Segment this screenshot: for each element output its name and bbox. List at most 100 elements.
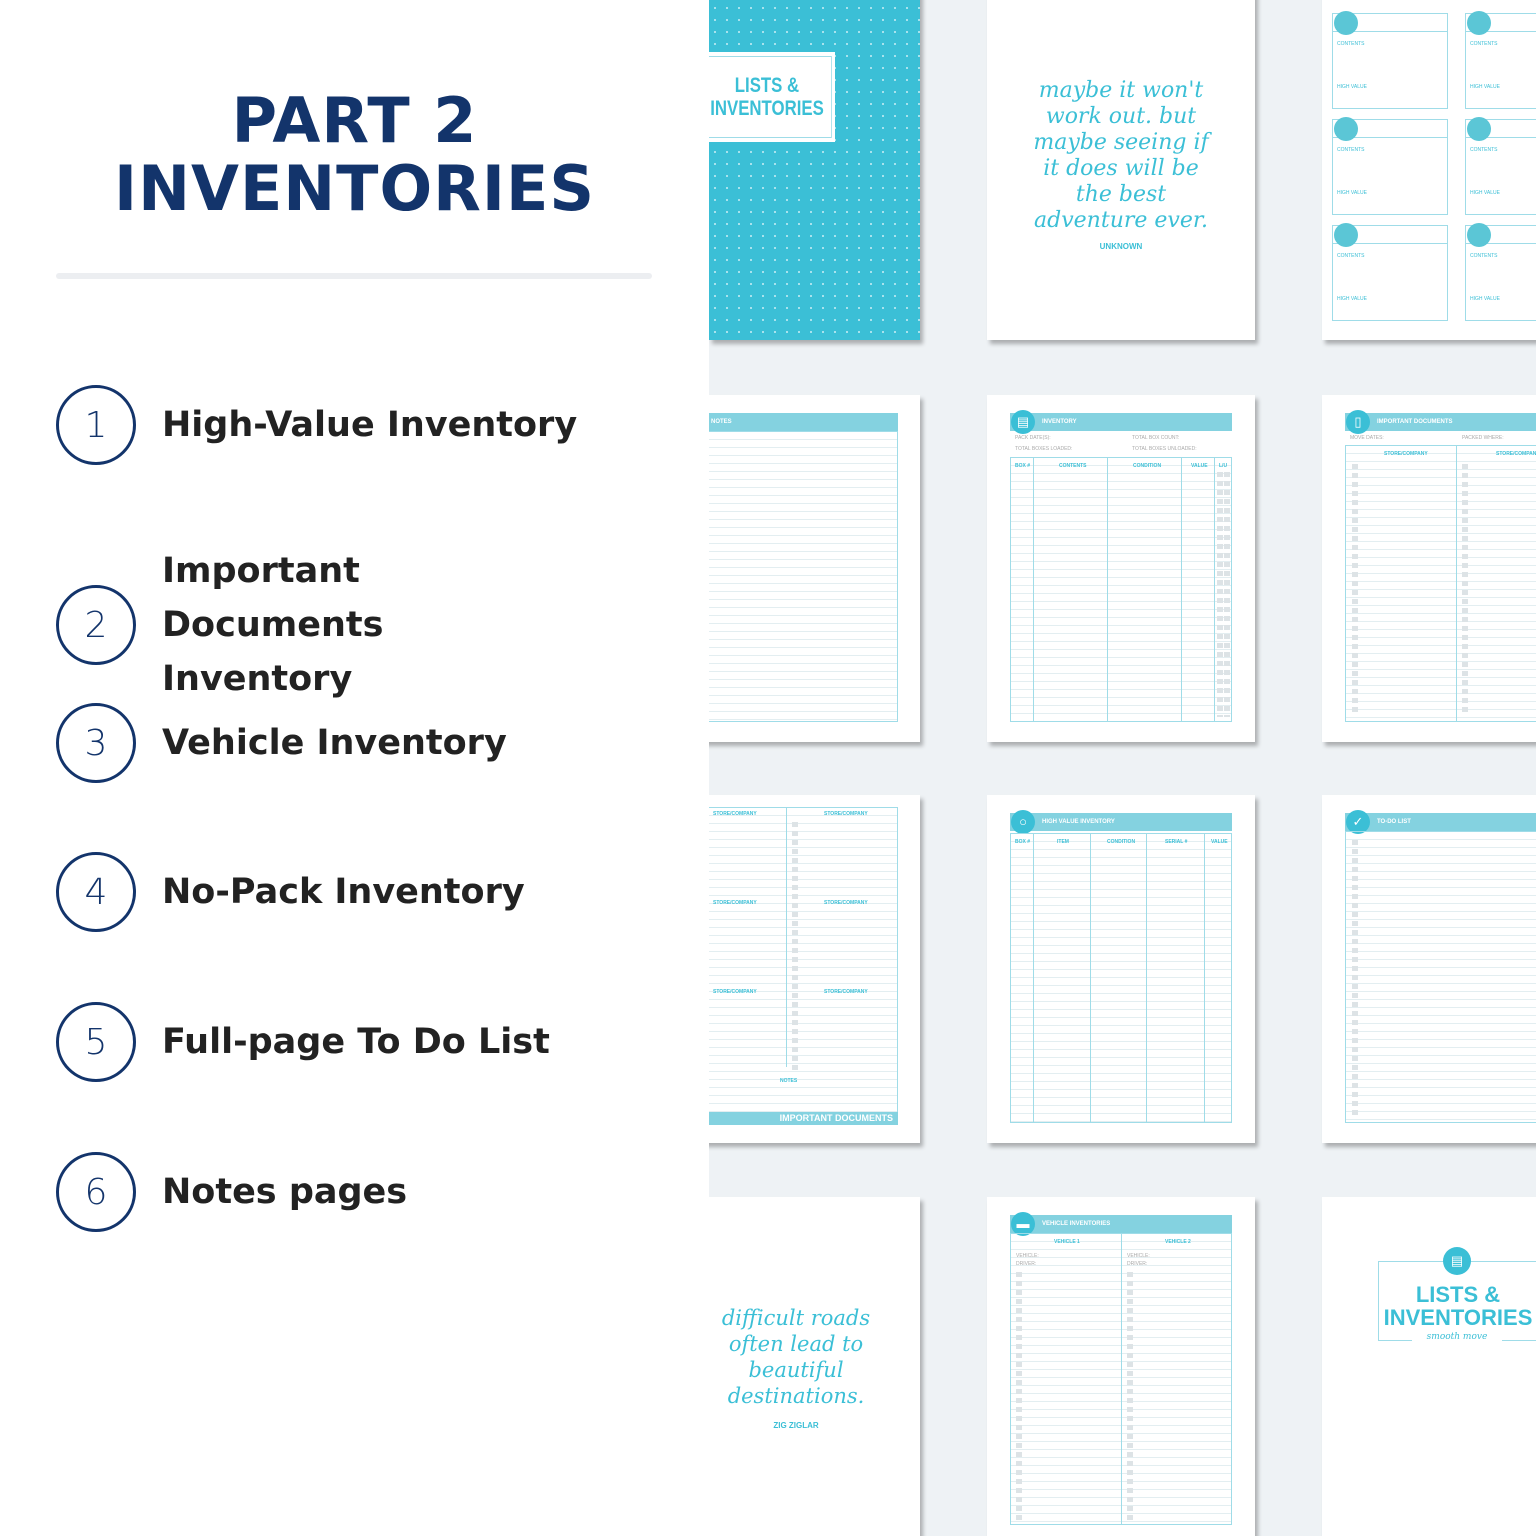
documents-table: STORE/COMPANY STORE/COMPANY bbox=[1345, 445, 1536, 722]
quote2-author: ZIG ZIGLAR bbox=[773, 1421, 819, 1430]
box-label: CONTENTS HIGH VALUE bbox=[1332, 13, 1448, 109]
col-contents: CONTENTS bbox=[1059, 463, 1087, 469]
store-label: STORE/COMPANY bbox=[713, 989, 757, 995]
store-label: STORE/COMPANY bbox=[824, 989, 868, 995]
back-title1: LISTS & bbox=[1415, 1282, 1501, 1307]
notes-page: NOTES bbox=[709, 395, 920, 742]
clipboard-icon: ▤ bbox=[1443, 1247, 1471, 1275]
col-value: VALUE bbox=[1211, 839, 1228, 845]
driver-field: DRIVER: bbox=[1016, 1261, 1037, 1267]
box-label: CONTENTS HIGH VALUE bbox=[1465, 225, 1536, 321]
store-label: STORE/COMPANY bbox=[824, 900, 868, 906]
number-badge: 4 bbox=[56, 852, 136, 932]
high-value-header: HIGH VALUE INVENTORY bbox=[1010, 813, 1232, 831]
box-label: CONTENTS HIGH VALUE bbox=[1465, 119, 1536, 215]
item-label: High-Value Inventory bbox=[162, 405, 578, 445]
contents-label: CONTENTS bbox=[1470, 253, 1498, 259]
number-badge: 3 bbox=[56, 703, 136, 783]
driver-field: DRIVER: bbox=[1127, 1261, 1148, 1267]
store-label: STORE/COMPANY bbox=[824, 811, 868, 817]
notes-header: NOTES bbox=[709, 413, 898, 431]
back-cover-page: ▤ LISTS & INVENTORIES smooth move bbox=[1322, 1197, 1536, 1536]
list-item: 5 Full-page To Do List bbox=[56, 1002, 582, 1082]
notes-lines bbox=[709, 431, 898, 722]
item-label: No-Pack Inventory bbox=[162, 872, 525, 912]
documents-page-2: STORE/COMPANY STORE/COMPANY STORE/COMPAN… bbox=[709, 795, 920, 1143]
back-title2: INVENTORIES bbox=[1383, 1305, 1533, 1330]
quote-text: maybe it won't work out. but maybe seein… bbox=[1033, 78, 1209, 233]
inventory-table: BOX # CONTENTS CONDITION VALUE L/U bbox=[1010, 457, 1232, 722]
notes-label: NOTES bbox=[780, 1078, 798, 1084]
inventory-header: INVENTORY bbox=[1010, 413, 1232, 431]
store-label: STORE/COMPANY bbox=[1384, 451, 1428, 457]
high-value-label: HIGH VALUE bbox=[1470, 84, 1500, 90]
box-label: CONTENTS HIGH VALUE bbox=[1465, 13, 1536, 109]
divider bbox=[56, 273, 652, 279]
todo-header: TO-DO LIST bbox=[1345, 813, 1536, 831]
contents-label: CONTENTS bbox=[1470, 41, 1498, 47]
packed-where-label: PACKED WHERE: bbox=[1462, 435, 1504, 441]
item-label: Vehicle Inventory bbox=[162, 723, 507, 763]
quote-author: UNKNOWN bbox=[1099, 242, 1143, 251]
circle-icon bbox=[1467, 11, 1491, 35]
cover-title1: LISTS & bbox=[734, 74, 800, 97]
contents-label: CONTENTS bbox=[1337, 147, 1365, 153]
back-tagline: smooth move bbox=[1412, 1332, 1502, 1342]
store-label: STORE/COMPANY bbox=[713, 811, 757, 817]
vehicle-field: VEHICLE: bbox=[1016, 1253, 1039, 1259]
high-value-table: BOX # ITEM CONDITION SERIAL # VALUE bbox=[1010, 833, 1232, 1123]
number-badge: 5 bbox=[56, 1002, 136, 1082]
store-label: STORE/COMPANY bbox=[713, 900, 757, 906]
high-value-label: HIGH VALUE bbox=[1337, 190, 1367, 196]
col-box: BOX # bbox=[1015, 839, 1031, 845]
box-labels-page: CONTENTS HIGH VALUE CONTENTS HIGH VALUE CONT… bbox=[1322, 0, 1536, 340]
quote-page-2: difficult roads often lead to beautiful … bbox=[709, 1197, 920, 1536]
col-value: VALUE bbox=[1191, 463, 1208, 469]
high-value-label: HIGH VALUE bbox=[1470, 190, 1500, 196]
vehicle-field: VEHICLE: bbox=[1127, 1253, 1150, 1259]
quote-page: maybe it won't work out. but maybe seein… bbox=[987, 0, 1255, 340]
car-icon: ▬ bbox=[1011, 1212, 1035, 1236]
vehicle2-label: VEHICLE 2 bbox=[1165, 1239, 1191, 1245]
circle-icon bbox=[1334, 117, 1358, 141]
store-label: STORE/COMPANY bbox=[1496, 451, 1536, 457]
documents-table-2: STORE/COMPANY STORE/COMPANY STORE/COMPAN… bbox=[709, 807, 898, 1113]
item-label: Notes pages bbox=[162, 1172, 408, 1212]
documents-header: IMPORTANT DOCUMENTS bbox=[1345, 413, 1536, 431]
unloaded-label: TOTAL BOXES UNLOADED: bbox=[1132, 446, 1197, 452]
vehicle1-label: VEHICLE 1 bbox=[1054, 1239, 1080, 1245]
contents-label: CONTENTS bbox=[1337, 41, 1365, 47]
col-box: BOX # bbox=[1015, 463, 1031, 469]
item-label: Important Documents Inventory bbox=[162, 551, 384, 699]
move-dates-label: MOVE DATES: bbox=[1350, 435, 1384, 441]
checkmark-icon: ✓ bbox=[1346, 810, 1370, 834]
high-value-label: HIGH VALUE bbox=[1470, 296, 1500, 302]
number-badge: 6 bbox=[56, 1152, 136, 1232]
todo-page: TO-DO LIST ✓ bbox=[1322, 795, 1536, 1143]
circle-icon bbox=[1467, 223, 1491, 247]
box-label: CONTENTS HIGH VALUE bbox=[1332, 119, 1448, 215]
heading-line1: PART 2 bbox=[231, 84, 478, 157]
circle-icon bbox=[1334, 11, 1358, 35]
page-previews: LISTS & INVENTORIES maybe it won't work … bbox=[709, 0, 1536, 1536]
contents-label: CONTENTS bbox=[1470, 147, 1498, 153]
cover-page: LISTS & INVENTORIES bbox=[709, 0, 920, 340]
circle-icon bbox=[1334, 223, 1358, 247]
ring-icon: ○ bbox=[1011, 810, 1035, 834]
todo-lines bbox=[1345, 831, 1536, 1123]
item-label: Full-page To Do List bbox=[162, 1022, 550, 1062]
loaded-label: TOTAL BOXES LOADED: bbox=[1015, 446, 1073, 452]
vehicle-table: VEHICLE 1 VEHICLE 2 VEHICLE: DRIVER: VEH… bbox=[1010, 1233, 1232, 1525]
list-item: 3 Vehicle Inventory bbox=[56, 703, 582, 783]
high-value-label: HIGH VALUE bbox=[1337, 84, 1367, 90]
quote2-text: difficult roads often lead to beautiful … bbox=[721, 1306, 871, 1408]
col-lu: L/U bbox=[1219, 463, 1228, 469]
pack-dates-label: PACK DATE(S): bbox=[1015, 435, 1051, 441]
circle-icon bbox=[1467, 117, 1491, 141]
contents-label: CONTENTS bbox=[1337, 253, 1365, 259]
list-item: 6 Notes pages bbox=[56, 1152, 582, 1232]
